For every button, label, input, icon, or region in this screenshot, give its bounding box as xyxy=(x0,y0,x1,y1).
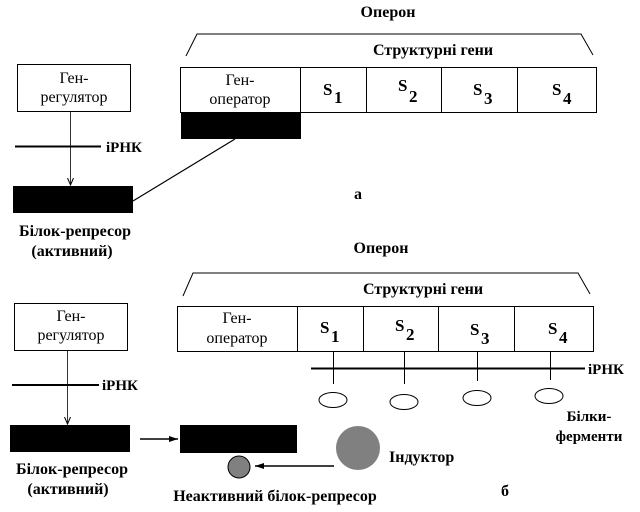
repressor-label-line1-b: Білок-репресор xyxy=(16,461,128,478)
gene-regulator-a xyxy=(17,64,131,112)
active-repressor-a xyxy=(13,186,133,213)
gene-row-a xyxy=(180,67,597,113)
regulator-line2: регулятор xyxy=(37,327,104,344)
enzyme-oval xyxy=(534,388,564,404)
operon-bracket-b xyxy=(182,272,591,297)
gene-letter: S xyxy=(320,318,329,337)
regulator-line2: регулятор xyxy=(40,89,107,106)
inactive-repressor-label: Неактивний білок-репресор xyxy=(173,488,377,505)
repressor-copy-b xyxy=(180,425,297,453)
gene-s4-b: S 4 xyxy=(548,319,568,347)
gene-s2-b: S 2 xyxy=(395,316,415,344)
gene-subscript: 3 xyxy=(484,89,493,108)
structural-genes-label-a: Структурні гени xyxy=(373,42,493,59)
gene-subscript: 2 xyxy=(409,87,418,106)
panel-a: Оперон Структурні гени Ген- оператор S 1… xyxy=(13,4,597,260)
gene-letter: S xyxy=(548,319,557,338)
panel-label-a: а xyxy=(354,186,362,203)
gene-subscript: 4 xyxy=(559,328,568,347)
gene-subscript: 1 xyxy=(334,88,343,107)
enzyme-oval xyxy=(389,394,419,410)
gene-letter: S xyxy=(398,76,407,95)
operon-label-b: Оперон xyxy=(354,240,409,257)
binding-line-a xyxy=(132,138,236,202)
inducer-circle xyxy=(336,426,380,470)
gene-subscript: 1 xyxy=(331,327,340,346)
mrna-label-b: іРНК xyxy=(102,378,138,394)
inducer-label: Індуктор xyxy=(389,449,454,466)
bound-repressor-a xyxy=(181,113,301,139)
gene-s2-a: S 2 xyxy=(398,76,418,106)
operator-line2: оператор xyxy=(206,330,267,347)
gene-operator-a: Ген- оператор xyxy=(209,72,270,108)
operon-label-a: Оперон xyxy=(361,4,416,21)
mrna-label-right-b: іРНК xyxy=(588,362,624,378)
gene-letter: S xyxy=(323,80,332,99)
enzyme-oval xyxy=(462,390,492,406)
gene-subscript: 2 xyxy=(406,325,415,344)
gene-s1-b: S 1 xyxy=(320,318,340,346)
operator-line1: Ген- xyxy=(222,310,251,327)
panel-label-b: б xyxy=(501,483,509,500)
regulator-line1: Ген- xyxy=(56,308,85,325)
mrna-label-a: іРНК xyxy=(106,140,142,156)
enzymes-label-line2: ферменти xyxy=(556,429,623,445)
gene-letter: S xyxy=(552,80,561,99)
enzyme-oval xyxy=(318,392,348,408)
regulator-line1: Ген- xyxy=(59,70,88,87)
gene-operator-b: Ген- оператор xyxy=(206,310,267,347)
operator-line1: Ген- xyxy=(225,72,254,89)
gene-s3-a: S 3 xyxy=(473,80,493,108)
gene-letter: S xyxy=(470,320,479,339)
gene-letter: S xyxy=(395,316,404,335)
gene-s4-a: S 4 xyxy=(552,80,572,108)
gene-row-b xyxy=(177,306,594,352)
gene-s3-b: S 3 xyxy=(470,320,490,348)
operator-line2: оператор xyxy=(209,91,270,108)
active-repressor-b xyxy=(10,425,130,452)
repressor-label-line2-a: (активний) xyxy=(31,243,112,260)
panel-b: Оперон Структурні гени Ген- оператор S 1… xyxy=(10,240,624,505)
enzymes-label-line1: Білки- xyxy=(567,409,612,425)
operon-bracket-a xyxy=(185,33,594,57)
inactive-repressor-circle xyxy=(227,455,251,479)
structural-genes-label-b: Структурні гени xyxy=(363,281,483,298)
gene-subscript: 4 xyxy=(563,89,572,108)
gene-regulator-b xyxy=(14,303,128,351)
repressor-label-line2-b: (активний) xyxy=(27,481,108,498)
repressor-label-line1-a: Білок-репресор xyxy=(19,223,131,240)
gene-letter: S xyxy=(473,80,482,99)
gene-s1-a: S 1 xyxy=(323,80,343,107)
gene-subscript: 3 xyxy=(481,329,490,348)
